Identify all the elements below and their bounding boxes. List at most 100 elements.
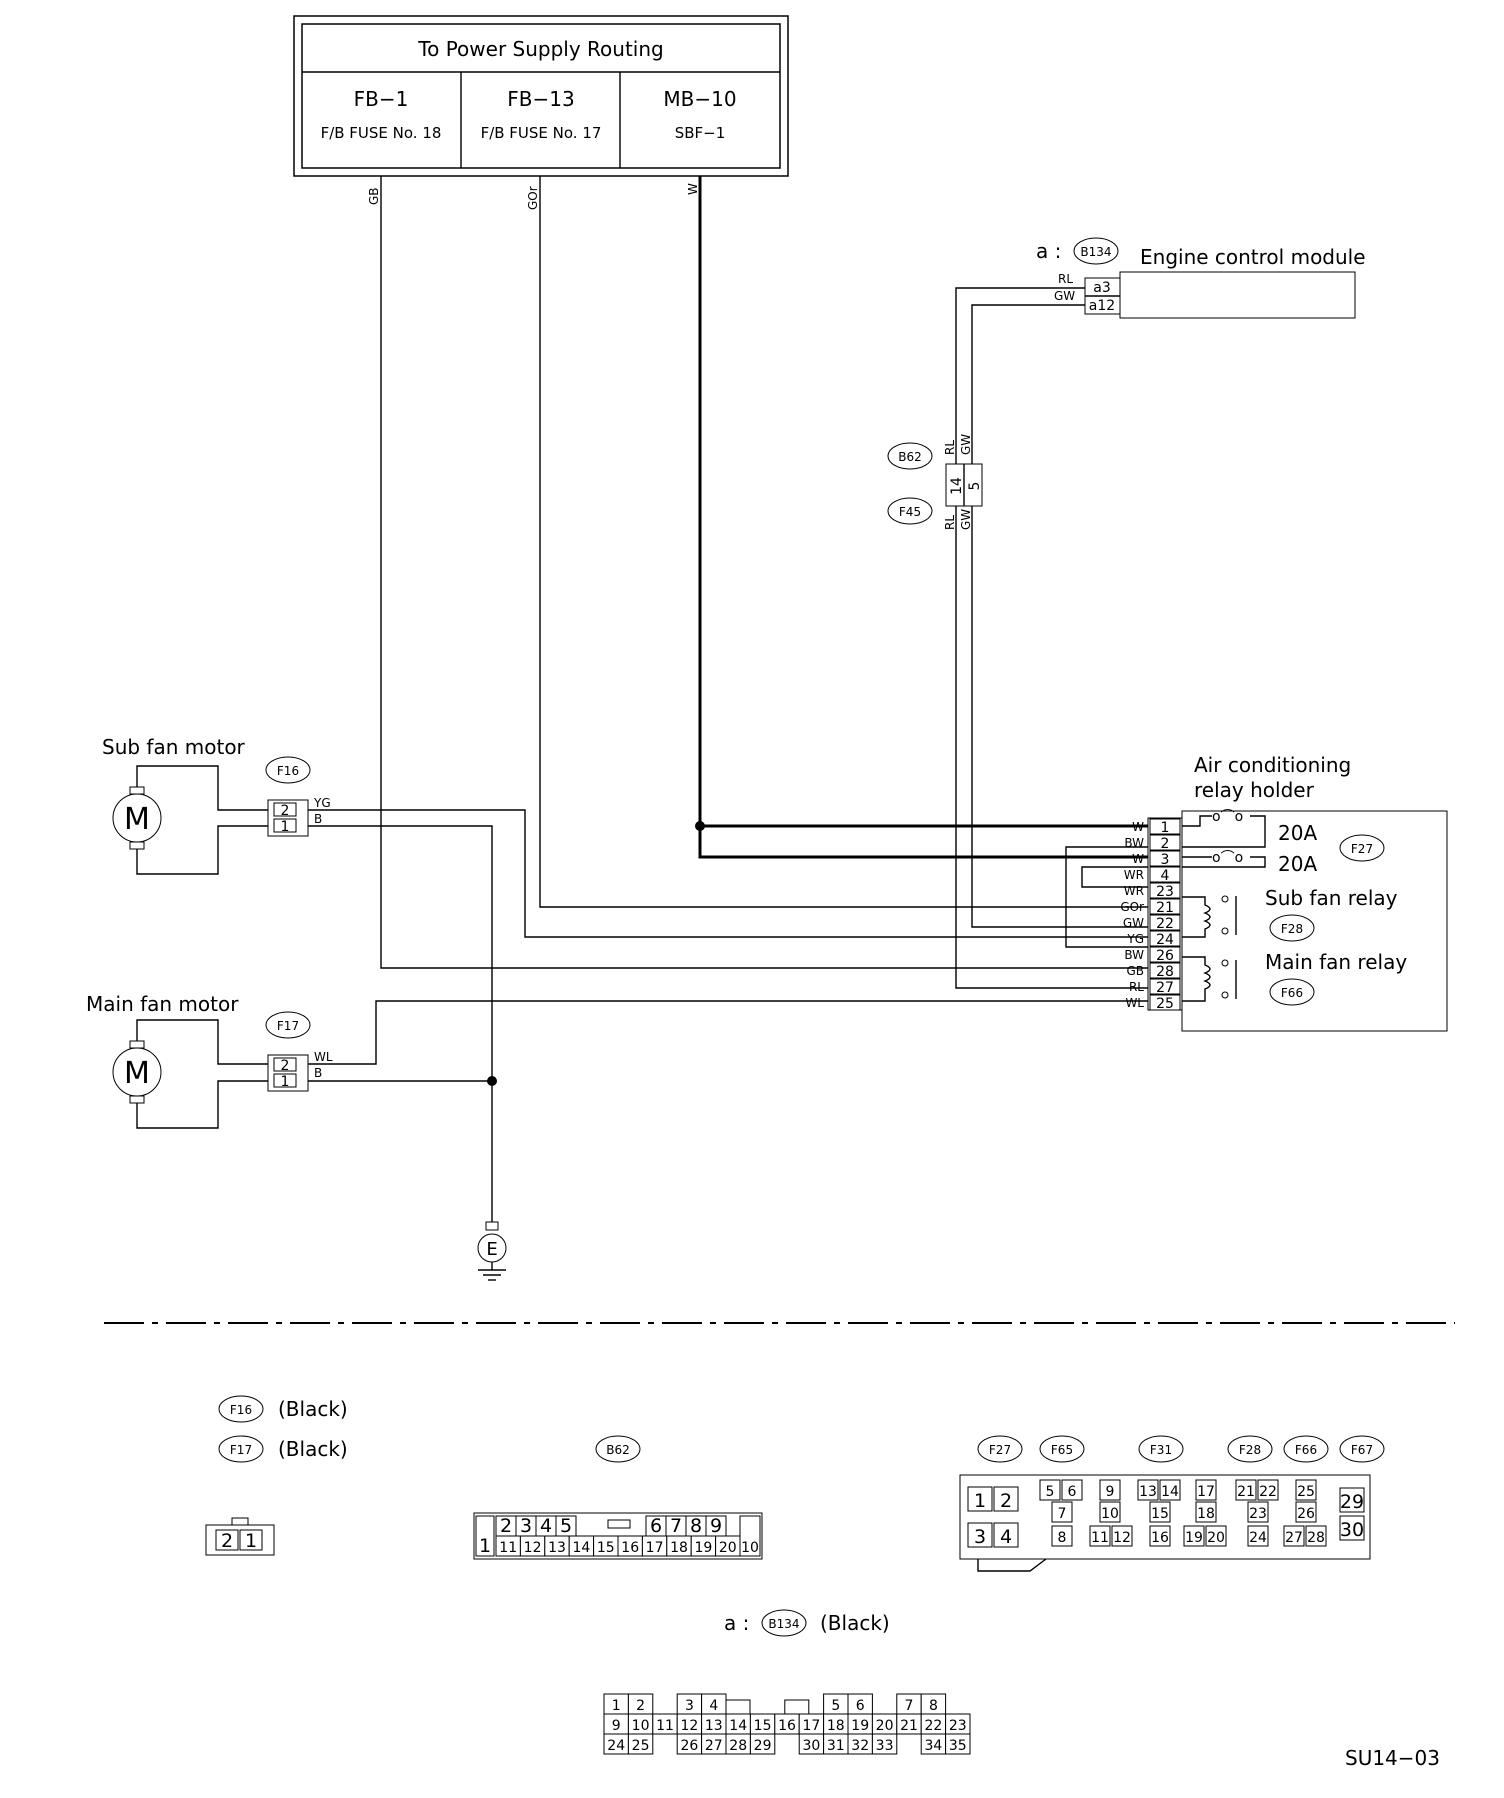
pin-cell bbox=[1283, 1525, 1305, 1547]
relay-wire-label: WL bbox=[1125, 996, 1144, 1010]
main-fan-motor: Main fan motor M F17 2 1 WL B bbox=[86, 992, 333, 1129]
connector-oval bbox=[1039, 1435, 1085, 1463]
wire-label-gb: GB bbox=[367, 187, 381, 205]
wire-yg bbox=[308, 809, 1148, 938]
relay-holder-pin-19: 19 bbox=[1185, 1530, 1203, 1546]
legend-b134-label: B134 bbox=[768, 1617, 799, 1631]
connector-f28: F28 bbox=[1239, 1443, 1261, 1457]
relay-pin-21: 21 bbox=[1156, 900, 1174, 916]
relay-pin-cell bbox=[1149, 946, 1181, 963]
legend-b134-prefix: a : bbox=[724, 1611, 749, 1635]
pin-cell bbox=[1137, 1479, 1159, 1501]
relay-pin-cell bbox=[1149, 962, 1181, 979]
relay-holder-pin-27: 27 bbox=[1285, 1530, 1303, 1546]
ecm-wire-rl: RL bbox=[1058, 272, 1073, 286]
relay-holder-pin-24: 24 bbox=[1249, 1530, 1267, 1546]
b62-pin-20: 20 bbox=[719, 1540, 737, 1556]
b134-pin-33: 33 bbox=[876, 1738, 894, 1754]
pin-cell bbox=[627, 1733, 654, 1755]
b134-pin-29: 29 bbox=[754, 1738, 772, 1754]
pin-cell bbox=[967, 1522, 993, 1548]
wire-label-gor: GOr bbox=[526, 186, 540, 210]
main-fan-wire-wl: WL bbox=[314, 1050, 333, 1064]
pin-cell bbox=[967, 1486, 993, 1512]
relay-pin-cell bbox=[1149, 866, 1181, 883]
relay-holder-pin-15: 15 bbox=[1151, 1506, 1169, 1522]
legend-f16-f17: F16 (Black) F17 (Black) 2 1 bbox=[205, 1395, 348, 1556]
fuse-desc-mb10: SBF−1 bbox=[675, 124, 726, 142]
pin-cell bbox=[1195, 1479, 1217, 1501]
fuse-icon: o⌒o bbox=[1212, 809, 1243, 825]
b134-pin-2: 2 bbox=[636, 1698, 645, 1714]
relay-pin-22: 22 bbox=[1156, 916, 1174, 932]
b134-pin-1: 1 bbox=[612, 1698, 621, 1714]
b134-pin-12: 12 bbox=[680, 1718, 698, 1734]
relay-pin-cell bbox=[1149, 882, 1181, 899]
sub-relay-connector-f28: F28 bbox=[1281, 922, 1303, 936]
b62-wire-gw: GW bbox=[959, 434, 973, 455]
sub-fan-wire-yg: YG bbox=[313, 796, 331, 810]
b62-pin-4: 4 bbox=[540, 1515, 552, 1537]
b134-pin-18: 18 bbox=[827, 1718, 845, 1734]
connector-oval bbox=[1339, 1435, 1385, 1463]
b62-pin-12: 12 bbox=[524, 1540, 542, 1556]
wire-label-w: W bbox=[686, 183, 700, 195]
pin-cell bbox=[1295, 1501, 1317, 1523]
b134-pin-31: 31 bbox=[827, 1738, 845, 1754]
ecm-title: Engine control module bbox=[1140, 245, 1366, 269]
relay-holder-pin-16: 16 bbox=[1151, 1530, 1169, 1546]
pin-cell bbox=[945, 1733, 971, 1755]
relay-wire-label: BW bbox=[1124, 948, 1144, 962]
connector-f66: F66 bbox=[1295, 1443, 1317, 1457]
pin-cell bbox=[1061, 1479, 1083, 1501]
pin-cell bbox=[749, 1733, 776, 1755]
pin-cell bbox=[475, 1515, 495, 1557]
connector-f65: F65 bbox=[1051, 1443, 1073, 1457]
f45-wire-gw: GW bbox=[959, 509, 973, 530]
b62-pin-7: 7 bbox=[670, 1515, 682, 1537]
pin-cell bbox=[715, 1535, 741, 1557]
fuse-code-fb13: FB−13 bbox=[507, 87, 574, 111]
relay-holder-title-2: relay holder bbox=[1194, 778, 1315, 802]
relay-holder-pin-1: 1 bbox=[974, 1490, 986, 1512]
b62-pin-9: 9 bbox=[710, 1515, 722, 1537]
b62-pin-3: 3 bbox=[520, 1515, 532, 1537]
relay-pin-24: 24 bbox=[1156, 932, 1174, 948]
connector-oval bbox=[1138, 1435, 1184, 1463]
motor-m-icon: M bbox=[124, 1056, 150, 1091]
connector-f67: F67 bbox=[1351, 1443, 1373, 1457]
legend-2pin-1: 1 bbox=[245, 1530, 257, 1552]
power-supply-routing-box: To Power Supply Routing FB−1 F/B FUSE No… bbox=[293, 15, 789, 177]
fuse-desc-fb1: F/B FUSE No. 18 bbox=[321, 124, 442, 142]
relay-holder-pin-6: 6 bbox=[1068, 1484, 1077, 1500]
b62-pin-8: 8 bbox=[690, 1515, 702, 1537]
relay-wire-label: YG bbox=[1126, 932, 1144, 946]
connector-oval bbox=[1227, 1435, 1273, 1463]
b62-pin-16: 16 bbox=[621, 1540, 639, 1556]
pin-cell bbox=[1247, 1525, 1269, 1547]
pin-cell bbox=[1183, 1525, 1205, 1547]
b134-pin-17: 17 bbox=[802, 1718, 820, 1734]
ground-label-e: E bbox=[486, 1239, 497, 1260]
relay-holder-pin-13: 13 bbox=[1139, 1484, 1157, 1500]
ecm-prefix: a : bbox=[1036, 239, 1061, 263]
relay-holder-pin-7: 7 bbox=[1058, 1506, 1067, 1522]
relay-holder-pin-10: 10 bbox=[1101, 1506, 1119, 1522]
wire-wl bbox=[308, 1000, 1148, 1065]
b134-pin-11: 11 bbox=[656, 1718, 674, 1734]
pin-cell bbox=[1205, 1525, 1227, 1547]
pin-cell bbox=[1257, 1479, 1279, 1501]
b62-pin-10: 10 bbox=[741, 1540, 759, 1556]
pin-cell bbox=[1051, 1501, 1073, 1523]
wire-gor: GOr bbox=[526, 176, 1148, 908]
b62-pin-14: 14 bbox=[572, 1540, 590, 1556]
ecm-connector-b134: B134 bbox=[1080, 245, 1111, 259]
pin-cell bbox=[993, 1522, 1019, 1548]
wire-w: W bbox=[686, 176, 1148, 859]
b134-pin-9: 9 bbox=[612, 1718, 621, 1734]
relay-wire-label: BW bbox=[1124, 836, 1144, 850]
legend-f16-color: (Black) bbox=[278, 1397, 348, 1421]
b134-pin-13: 13 bbox=[705, 1718, 723, 1734]
b134-pin-3: 3 bbox=[685, 1698, 694, 1714]
